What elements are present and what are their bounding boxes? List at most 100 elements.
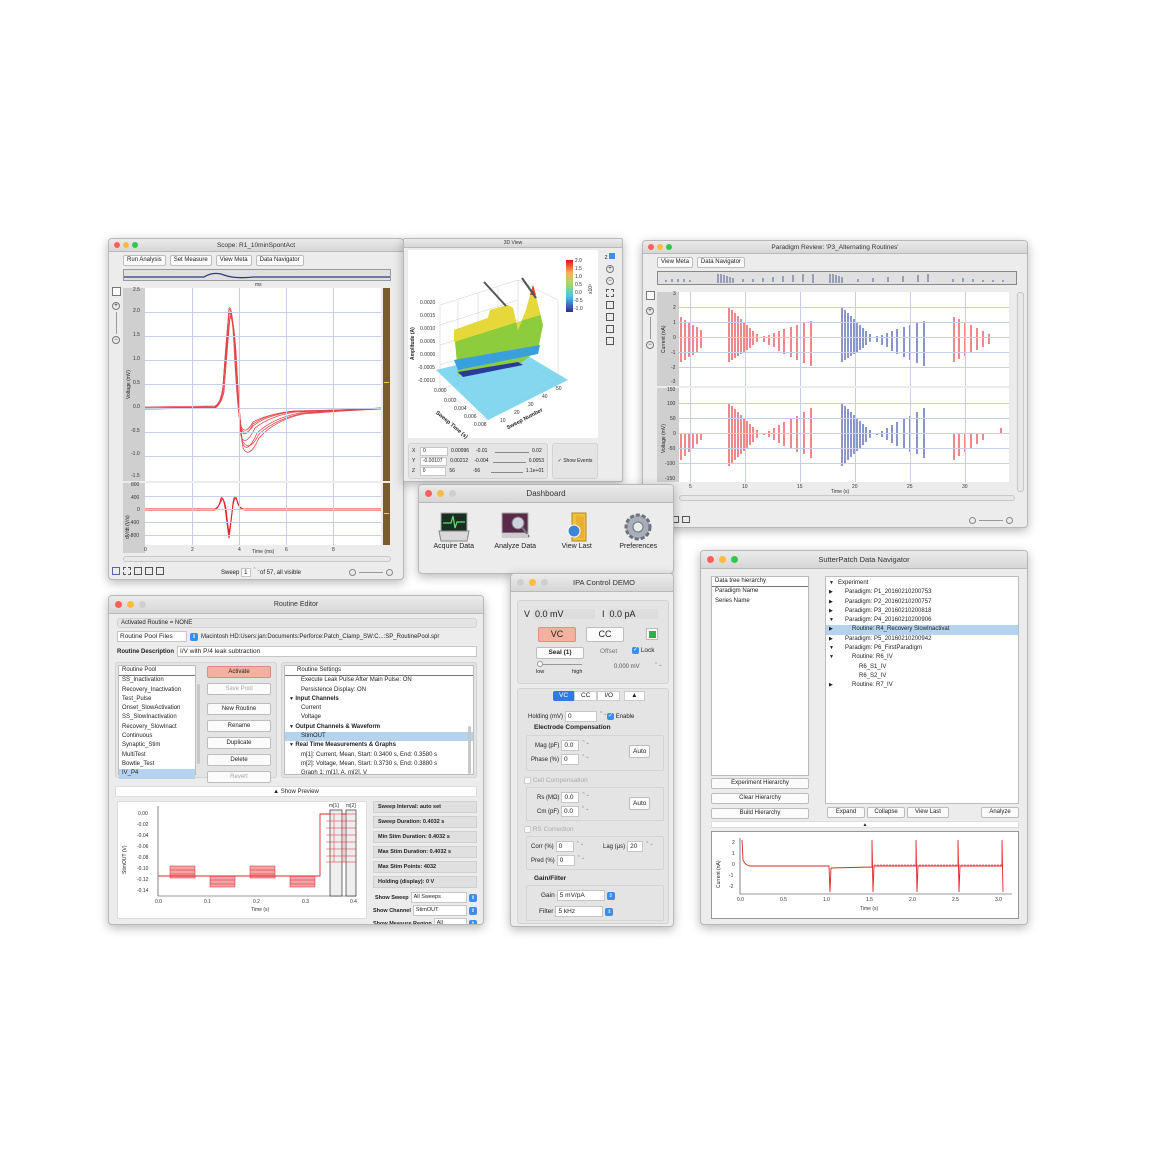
routine-setting-item[interactable]: Current (301, 705, 322, 712)
tree-node[interactable]: ▶Paradigm: P2_20160210200757 (826, 598, 1018, 607)
close-button[interactable] (648, 244, 654, 250)
lag-stepper[interactable]: ⌃⌄ (645, 841, 654, 847)
routine-setting-item[interactable]: m[2]: Voltage, Mean, Start: 0.3730 s, En… (301, 760, 438, 767)
show-channel-dropdown-icon[interactable]: ⇕ (469, 906, 477, 915)
minimize-button[interactable] (657, 244, 663, 250)
view-iso-icon[interactable] (606, 337, 614, 345)
zoom-out-icon[interactable]: − (646, 341, 654, 349)
seal-slider[interactable] (537, 661, 582, 667)
pool-files-select[interactable]: Routine Pool Files (117, 631, 187, 642)
tree-node[interactable]: ▶Paradigm: P3_20160210200818 (826, 607, 1018, 616)
x-range-slider[interactable] (495, 449, 529, 453)
tab-cc[interactable]: CC (574, 691, 598, 701)
disclosure-right-icon[interactable]: ▶ (829, 626, 833, 633)
fit-view-icon[interactable] (606, 289, 614, 297)
corr-input[interactable]: 0 (555, 841, 574, 852)
routine-setting-item[interactable]: ▼ Output Channels & Waveform (289, 723, 381, 730)
paradigm-voltage-plot[interactable] (679, 388, 1009, 482)
routine-setting-item[interactable]: StimOUT (285, 732, 473, 742)
filter-dropdown-icon[interactable]: ⇕ (605, 907, 614, 916)
revert-button[interactable]: Revert (207, 771, 271, 783)
disclosure-triangle-icon[interactable]: ▼ (289, 742, 296, 749)
view-meta-button[interactable]: View Meta (215, 255, 252, 266)
duplicate-button[interactable]: Duplicate (207, 737, 271, 749)
view-side-icon[interactable] (606, 313, 614, 321)
layout-icon[interactable] (112, 287, 121, 296)
paradigm-zoom-slider[interactable] (969, 517, 1013, 524)
delete-button[interactable]: Delete (207, 754, 271, 766)
new-routine-button[interactable]: New Routine (207, 703, 271, 715)
disclosure-triangle-icon[interactable]: ▼ (289, 695, 296, 702)
layout-icon[interactable] (646, 291, 655, 300)
plot-collapse-bar[interactable]: ▲ (711, 821, 1019, 828)
minimize-button[interactable] (127, 601, 134, 608)
collapse-triangle-button[interactable]: ▲ (624, 691, 645, 701)
rs-input[interactable]: 0.0 (561, 792, 580, 803)
rs-correction-checkbox[interactable]: RS Correction (524, 826, 574, 833)
tree-node[interactable]: ▶Paradigm: P1_20160210200753 (826, 588, 1018, 597)
vertical-scrollbar[interactable] (1017, 292, 1024, 492)
pool-scrollbar[interactable] (197, 684, 200, 764)
show-sweep-select[interactable]: All Sweeps (410, 892, 467, 903)
phase-input[interactable]: 0 (561, 754, 580, 765)
y-range-slider[interactable] (492, 459, 526, 463)
horizontal-scrollbar[interactable] (123, 556, 391, 562)
surface-plot[interactable]: 2.0 1.5 1.0 0.5 0.0 -0.5 -1.0 x10³ 0.002… (408, 250, 598, 440)
pred-stepper[interactable]: ⌃⌄ (576, 855, 586, 861)
disclosure-right-icon[interactable]: ▶ (829, 589, 833, 596)
dvdt-scale-bar[interactable] (383, 483, 390, 545)
corr-stepper[interactable]: ⌃⌄ (575, 841, 585, 847)
voltage-plot[interactable] (145, 288, 381, 481)
close-button[interactable] (707, 556, 714, 563)
phase-stepper[interactable]: ⌃⌄ (581, 754, 590, 760)
sweep-stepper[interactable]: ⌃⌄ (252, 567, 261, 573)
disclosure-down-icon[interactable]: ▼ (829, 645, 834, 652)
tree-node[interactable]: ▼Paradigm: P6_FirstParadigm (826, 644, 1018, 653)
scope-overview-strip[interactable] (123, 269, 391, 281)
acquire-data-button[interactable]: Acquire Data (424, 511, 484, 550)
show-sweep-dropdown-icon[interactable]: ⇕ (469, 893, 477, 902)
show-preview-bar[interactable]: ▲ Show Preview (115, 786, 477, 797)
lag-input[interactable]: 20 (627, 841, 644, 852)
tree-node[interactable]: ▼Routine: R6_IV (826, 653, 1018, 662)
tree-node[interactable]: ▶Routine: R7_IV (826, 681, 1018, 690)
experiment-hierarchy-button[interactable]: Experiment Hierarchy (711, 778, 809, 789)
view-last-button[interactable]: View Last (907, 807, 949, 818)
view-front-icon[interactable] (606, 301, 614, 309)
minimize-button[interactable] (123, 242, 129, 248)
hierarchy-item[interactable]: Series Name (715, 597, 750, 604)
routine-pool-item[interactable]: Bowtie_Test (122, 760, 155, 767)
routine-pool-item[interactable]: MultiTest (122, 751, 146, 758)
paradigm-overview-strip[interactable] (657, 271, 1017, 285)
preferences-button[interactable]: Preferences (608, 511, 668, 550)
routine-pool-item[interactable]: Continuous (122, 733, 153, 740)
disclosure-down-icon[interactable]: ▼ (829, 580, 834, 586)
disclosure-down-icon[interactable]: ▼ (829, 617, 834, 624)
horizontal-scrollbar[interactable] (679, 495, 1015, 501)
close-button[interactable] (115, 601, 122, 608)
save-pool-button[interactable]: Save Pool (207, 683, 271, 695)
view-meta-button[interactable]: View Meta (657, 257, 693, 268)
routine-setting-item[interactable]: Execute Leak Pulse After Main Pulse: ON (301, 677, 412, 684)
offset-value[interactable]: 0.000 mV (614, 664, 640, 670)
zoom-button[interactable] (731, 556, 738, 563)
layers-icon[interactable] (156, 567, 164, 575)
disclosure-triangle-icon[interactable]: ▼ (289, 723, 296, 730)
tree-node[interactable]: ▼Experiment (826, 579, 1018, 588)
settings-scrollbar[interactable] (468, 726, 471, 774)
table-icon[interactable] (134, 567, 142, 575)
close-button[interactable] (425, 490, 432, 497)
disclosure-down-icon[interactable]: ▼ (829, 654, 834, 661)
wave-icon[interactable] (682, 516, 690, 523)
scope-zoom-slider[interactable] (349, 569, 393, 576)
routine-setting-item[interactable]: ▼ Real Time Measurements & Graphs (289, 742, 396, 749)
routine-pool-item[interactable]: SS_Inactivation (122, 677, 164, 684)
view-top-icon[interactable] (606, 325, 614, 333)
expand-button[interactable]: Expand (827, 807, 865, 818)
cm-stepper[interactable]: ⌃⌄ (581, 806, 590, 812)
tree-node[interactable]: ▼Paradigm: P4_20160210200906 (826, 616, 1018, 625)
filter-select[interactable]: 5 kHz (555, 906, 604, 917)
mag-input[interactable]: 0.0 (561, 740, 580, 751)
offset-button[interactable]: Offset (600, 648, 618, 655)
